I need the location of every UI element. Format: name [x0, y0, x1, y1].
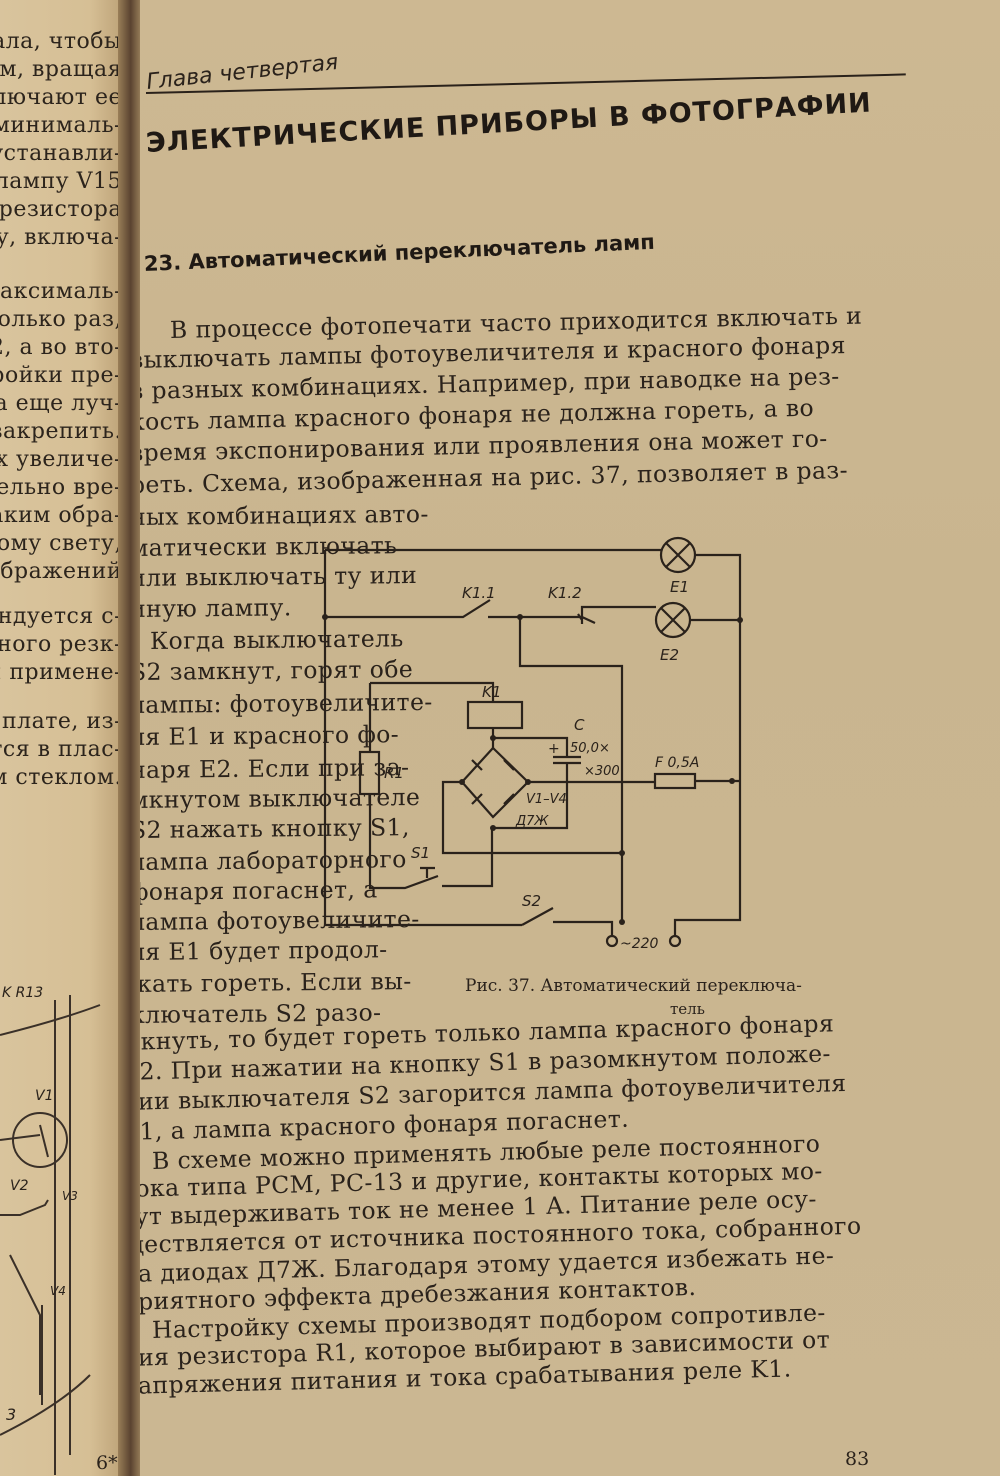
left-page-text-line: комендуется с-: [0, 604, 122, 629]
terminal-left-icon: [605, 934, 619, 948]
figure-caption-continuation: тель: [670, 1000, 705, 1018]
wire-k1-feed: [518, 617, 624, 922]
left-page-text-line: такт резистора: [0, 197, 122, 222]
fuse-icon: [653, 772, 697, 790]
label-r1: R1: [384, 764, 404, 782]
left-page-circuit-fragment: K R13 V1 V2 V3 V4 3: [0, 985, 101, 1475]
label-k12: K1.2: [548, 584, 582, 602]
left-page-text-line: льзя, а еще луч-: [0, 391, 122, 416]
left-page-text-line: ую лампу V15: [0, 169, 122, 194]
label-c-value-1: 50,0×: [570, 741, 610, 756]
left-page-text-line: затем, вращая: [0, 57, 122, 82]
left-page-text-line: м стеклом.: [0, 765, 122, 790]
label-bridge: V1–V4: [526, 792, 567, 807]
label-fuse: F 0,5A: [655, 755, 699, 771]
left-label-v2: V2: [10, 1178, 29, 1194]
right-page: Глава четвертая ЭЛЕКТРИЧЕСКИЕ ПРИБОРЫ В …: [140, 0, 1000, 1476]
label-e2: E2: [660, 646, 679, 664]
label-s2: S2: [522, 892, 541, 910]
figure-caption: Рис. 37. Автоматический переключа-: [465, 976, 802, 996]
left-page-text-line: ной плате, из-: [0, 709, 122, 734]
wire-k11: [325, 599, 740, 624]
left-page-text-line: несколько раз,: [0, 307, 122, 332]
label-diode: Д7Ж: [515, 814, 549, 829]
wire-r1: [368, 681, 495, 890]
left-page-text-line: и максималь-: [0, 279, 122, 304]
wire-capacitor: [493, 736, 581, 830]
label-plus: +: [548, 741, 560, 757]
diode-bridge-icon: [460, 746, 530, 819]
left-label-v1: V1: [35, 1088, 53, 1104]
circuit-diagram: K1.1 K1.2 E1 E2 K1 C + 50,0× ×300 F 0,5A…: [322, 536, 743, 952]
lamp-e1-icon: [659, 536, 697, 574]
label-c: C: [574, 716, 585, 734]
left-page-text-line: включают ее: [0, 85, 122, 110]
left-page-text-line: арительно вре-: [0, 475, 122, 500]
page-number: 83: [845, 1448, 870, 1470]
left-page-text-line: рону, включа-: [0, 225, 122, 250]
switch-s2: [521, 907, 614, 935]
label-s1: S1: [411, 844, 430, 862]
lamp-e2-icon: [654, 601, 692, 639]
left-page-text-line: х изображений: [0, 559, 122, 584]
left-page-text-line: S2 устанавли-: [0, 141, 122, 166]
left-page-text-line: еменного резк-: [0, 632, 122, 657]
left-label-kr13: K R13: [2, 985, 43, 1001]
left-label-v4: V4: [50, 1284, 66, 1298]
resistor-r1-icon: [358, 750, 381, 796]
label-e1: E1: [670, 578, 689, 596]
relay-k1-icon: [466, 700, 524, 730]
left-page-text-line: ачала, чтобы: [0, 29, 122, 54]
label-k11: K1.1: [462, 584, 496, 602]
label-k1: K1: [482, 683, 501, 701]
left-label-v3: V3: [62, 1189, 78, 1203]
left-page-text-line: на минималь-: [0, 113, 122, 138]
left-page-text-line: любых увеличе-: [0, 447, 122, 472]
left-label-3: 3: [6, 1405, 16, 1424]
terminal-right-icon: [668, 934, 682, 948]
left-page: ачала, чтобы затем, вращая включают ее на м…: [0, 0, 128, 1476]
wire-top: [325, 548, 742, 935]
label-mains: ~220: [620, 936, 659, 952]
left-page-text-line: ости примене-: [0, 660, 122, 685]
left-page-text-line: расному свету,: [0, 531, 122, 556]
left-page-text-line: вляется в плас-: [0, 737, 122, 762]
left-page-text-line: R12, а во вто-: [0, 335, 122, 360]
label-c-value-2: ×300: [584, 764, 620, 779]
left-page-text-line: р. Таким обра-: [0, 503, 122, 528]
button-s1-icon: [420, 866, 435, 878]
left-page-text-line: закрепить.: [0, 419, 122, 444]
wire-left: [323, 550, 522, 927]
signature-mark: 6*: [96, 1452, 118, 1474]
left-page-text-line: настройки пре-: [0, 363, 122, 388]
